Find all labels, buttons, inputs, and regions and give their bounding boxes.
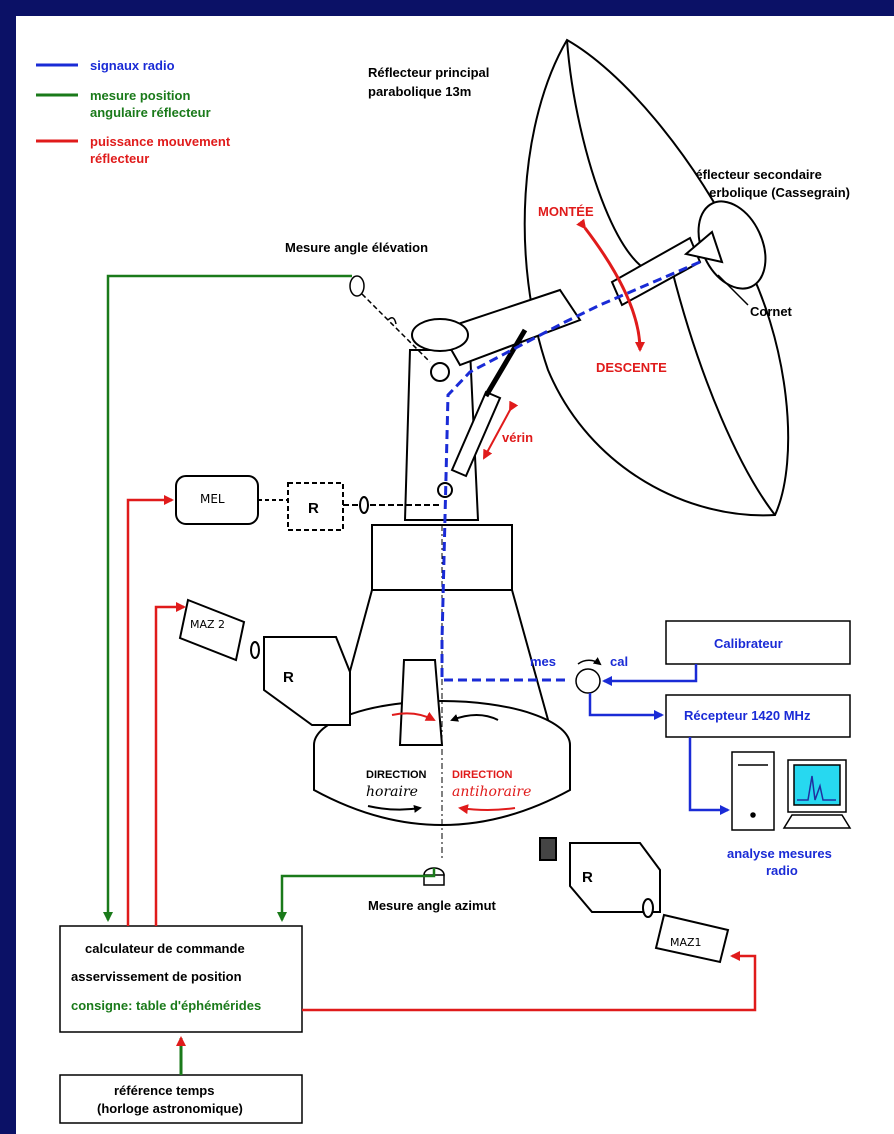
maz2-reducer-box	[263, 636, 351, 726]
maz2-reducer-label: R	[283, 669, 294, 686]
time-reference-label: référence temps	[114, 1083, 214, 1098]
computer-icon	[731, 751, 852, 831]
coupling-icon	[387, 317, 397, 325]
radio-signal-path	[440, 260, 701, 682]
maz2-label: MAZ 2	[190, 618, 225, 631]
analysis-label: analyse mesures	[727, 846, 832, 861]
elevation-feedback-line	[103, 274, 352, 922]
mes-label: mes	[530, 654, 556, 669]
rotation-arrow-cw	[391, 711, 436, 721]
maz2-coupling-icon	[250, 641, 260, 659]
switch-rotation-arrow	[577, 657, 602, 666]
control-computer-label: asservissement de position	[71, 969, 242, 984]
maz1-gear-icon	[539, 837, 557, 861]
maz1-reducer-box	[569, 842, 661, 913]
direction-horaire-label: DIRECTION	[366, 769, 427, 781]
montee-label: MONTÉE	[538, 204, 594, 219]
control-computer-box	[59, 925, 303, 1033]
elevation-motion-arrow	[576, 218, 645, 352]
mel-coupling-icon	[359, 496, 369, 514]
maz1-reducer-label: R	[582, 869, 593, 886]
horn-icon	[683, 230, 724, 264]
legend-label: signaux radio	[90, 58, 175, 73]
antihoraire-arrow	[458, 804, 516, 815]
legend-label: réflecteur	[90, 151, 149, 166]
horaire-arrow	[367, 804, 422, 813]
azimuth-base-skirt	[313, 745, 571, 826]
mel-reducer-box	[287, 482, 344, 531]
elevation-encoder	[349, 275, 431, 363]
control-computer-label: calculateur de commande	[85, 941, 245, 956]
legend-label: mesure position	[90, 88, 190, 103]
legend-label: angulaire réflecteur	[90, 105, 211, 120]
secondary-reflector	[683, 200, 767, 290]
legend: signaux radio mesure position angulaire …	[36, 58, 231, 166]
legend-label: puissance mouvement	[90, 134, 231, 149]
mel-power-line	[126, 495, 174, 926]
elevation-yoke	[403, 288, 582, 521]
control-computer-label: consigne: table d'éphémérides	[71, 998, 261, 1013]
cornet-pointer	[717, 274, 749, 306]
jack-rod	[483, 328, 528, 398]
monitor-screen	[793, 764, 841, 806]
maz1-motor-body	[654, 913, 730, 964]
receiver-link	[588, 693, 664, 720]
calibrator-label: Calibrateur	[714, 636, 783, 651]
analysis-label: radio	[766, 863, 798, 878]
receiver-box	[665, 694, 851, 738]
maz1-label: MAZ1	[670, 936, 702, 949]
secondary-reflector-label: Réflecteur secondaire	[686, 167, 822, 182]
calibrator-box	[665, 620, 851, 665]
maz2-motor: MAZ 2 R	[178, 598, 351, 726]
direction-horaire-label: horaire	[366, 784, 418, 800]
maz1-coupling-icon	[642, 898, 654, 918]
mel-reducer-label: R	[308, 500, 319, 517]
pc-tower-icon	[731, 751, 775, 831]
verin-label: vérin	[502, 430, 533, 445]
cal-label: cal	[610, 654, 628, 669]
maz1-power-line	[302, 951, 757, 1012]
elevation-encoder-shaft	[361, 293, 431, 363]
descente-label: DESCENTE	[596, 360, 667, 375]
mel-motor: MEL R	[175, 475, 440, 531]
direction-antihoraire-label: antihoraire	[452, 784, 531, 800]
keyboard-icon	[782, 814, 852, 829]
main-reflector-label: parabolique 13m	[368, 84, 471, 99]
analysis-link	[688, 737, 730, 815]
secondary-reflector-label: hyperbolique (Cassegrain)	[686, 185, 850, 200]
azimuth-measure-label: Mesure angle azimut	[368, 898, 497, 913]
pedestal-window	[398, 659, 444, 746]
time-reference-label: (horloge astronomique)	[97, 1101, 243, 1116]
rotation-arrow-ccw	[450, 714, 499, 722]
direction-antihoraire-label: DIRECTION	[452, 769, 513, 781]
elevation-measure-label: Mesure angle élévation	[285, 240, 428, 255]
maz2-power-line	[154, 602, 186, 926]
elevation-axis-icon	[430, 362, 450, 382]
receiver-label: Récepteur 1420 MHz	[684, 708, 811, 723]
maz1-motor: R MAZ1	[539, 837, 730, 964]
calibrator-link	[602, 664, 698, 686]
main-reflector-label: Réflecteur principal	[368, 65, 489, 80]
time-reference-box	[59, 1074, 303, 1124]
mel-label: MEL	[200, 492, 225, 506]
jack-motion-arrow	[483, 400, 519, 460]
dish-support-arm	[438, 288, 582, 367]
spectrum-icon	[797, 775, 836, 801]
pc-power-icon	[750, 812, 756, 818]
elevation-axle-housing	[411, 318, 469, 352]
switch-icon	[575, 668, 601, 694]
azimuth-feedback-line	[277, 868, 436, 922]
elevation-encoder-icon	[349, 275, 365, 297]
maz2-motor-body	[178, 598, 246, 662]
cornet-label: Cornet	[750, 304, 793, 319]
